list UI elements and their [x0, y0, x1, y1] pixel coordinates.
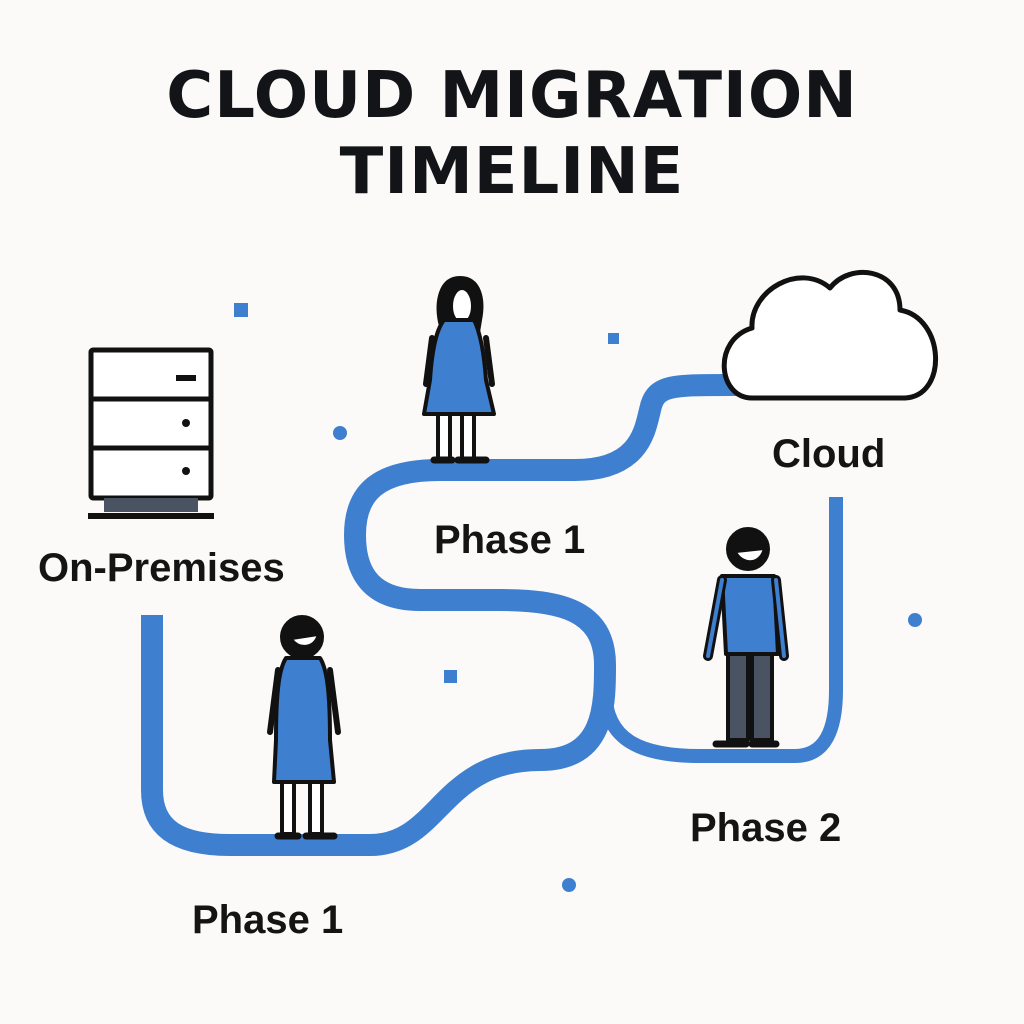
label-on-premises: On-Premises [38, 546, 285, 590]
migration-path-branch [598, 497, 843, 763]
migration-path [141, 374, 745, 856]
decor-square [234, 303, 248, 317]
decorative-markers [234, 303, 922, 892]
label-phase-1-bottom: Phase 1 [192, 898, 344, 942]
person-icon [267, 615, 341, 840]
person-icon [422, 276, 496, 464]
label-cloud: Cloud [772, 432, 886, 476]
diagram-title-line-2: TIMELINE [339, 135, 685, 209]
decor-square [444, 670, 457, 683]
server-icon [88, 347, 214, 519]
decor-dot [333, 426, 347, 440]
label-phase-2: Phase 2 [690, 806, 842, 850]
decor-dot [908, 613, 922, 627]
person-icon [703, 527, 789, 748]
cloud-icon [721, 269, 939, 401]
label-phase-1-top: Phase 1 [434, 518, 586, 562]
diagram-title-line-1: CLOUD MIGRATION [166, 59, 858, 133]
decor-dot [562, 878, 576, 892]
decor-square [608, 333, 619, 344]
